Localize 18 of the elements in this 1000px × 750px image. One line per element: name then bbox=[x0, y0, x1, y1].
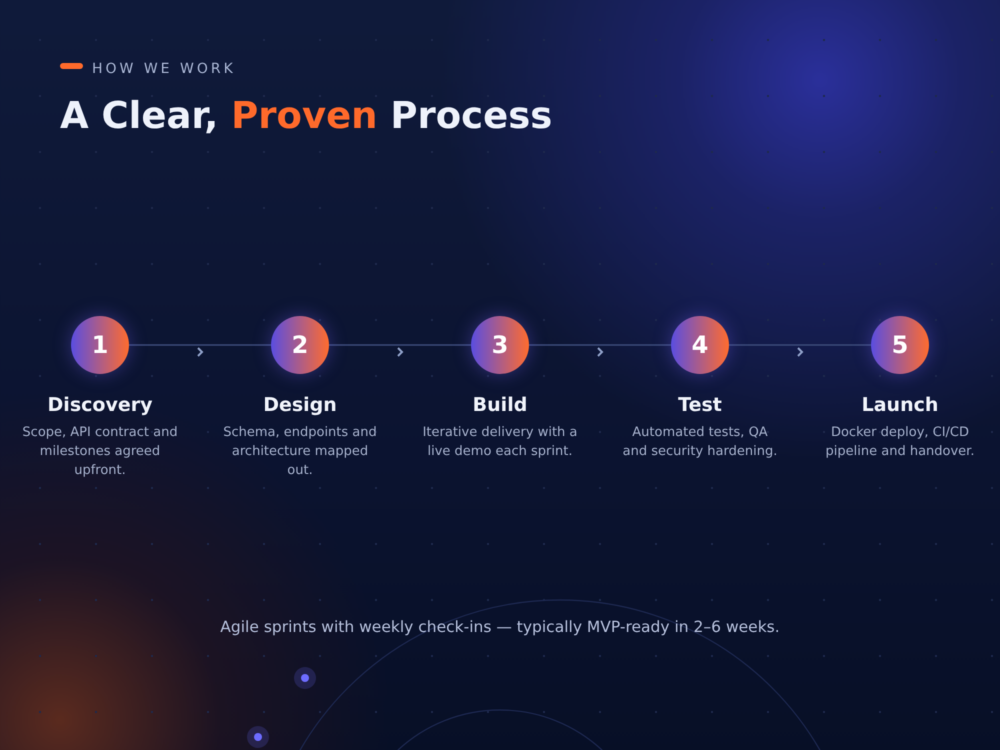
step-title: Design bbox=[262, 394, 338, 416]
step-description: Automated tests, QA and security hardening. bbox=[622, 424, 778, 461]
step-number: 3 bbox=[471, 316, 529, 374]
step-title: Launch bbox=[860, 394, 940, 416]
step-description: Schema, endpoints and architecture mapped out. bbox=[222, 424, 378, 480]
step-number: 1 bbox=[71, 316, 129, 374]
step-title: Build bbox=[472, 394, 528, 416]
step-description: Docker deploy, CI/CD pipeline and handover. bbox=[824, 424, 976, 461]
step-title: Discovery bbox=[46, 394, 154, 416]
step-description: Iterative delivery with a live demo each sprint. bbox=[422, 424, 578, 461]
step-number: 5 bbox=[871, 316, 929, 374]
caption: Agile sprints with weekly check-ins — typically MVP-ready in 2–6 weeks. bbox=[219, 618, 781, 636]
title: A Clear, Proven Process bbox=[60, 94, 552, 137]
section-kicker: HOW WE WORK bbox=[92, 61, 236, 77]
step-number: 2 bbox=[271, 316, 329, 374]
step-title: Test bbox=[677, 394, 723, 416]
step-description: Scope, API contract and milestones agreed upfront. bbox=[22, 424, 178, 480]
step-number: 4 bbox=[671, 316, 729, 374]
